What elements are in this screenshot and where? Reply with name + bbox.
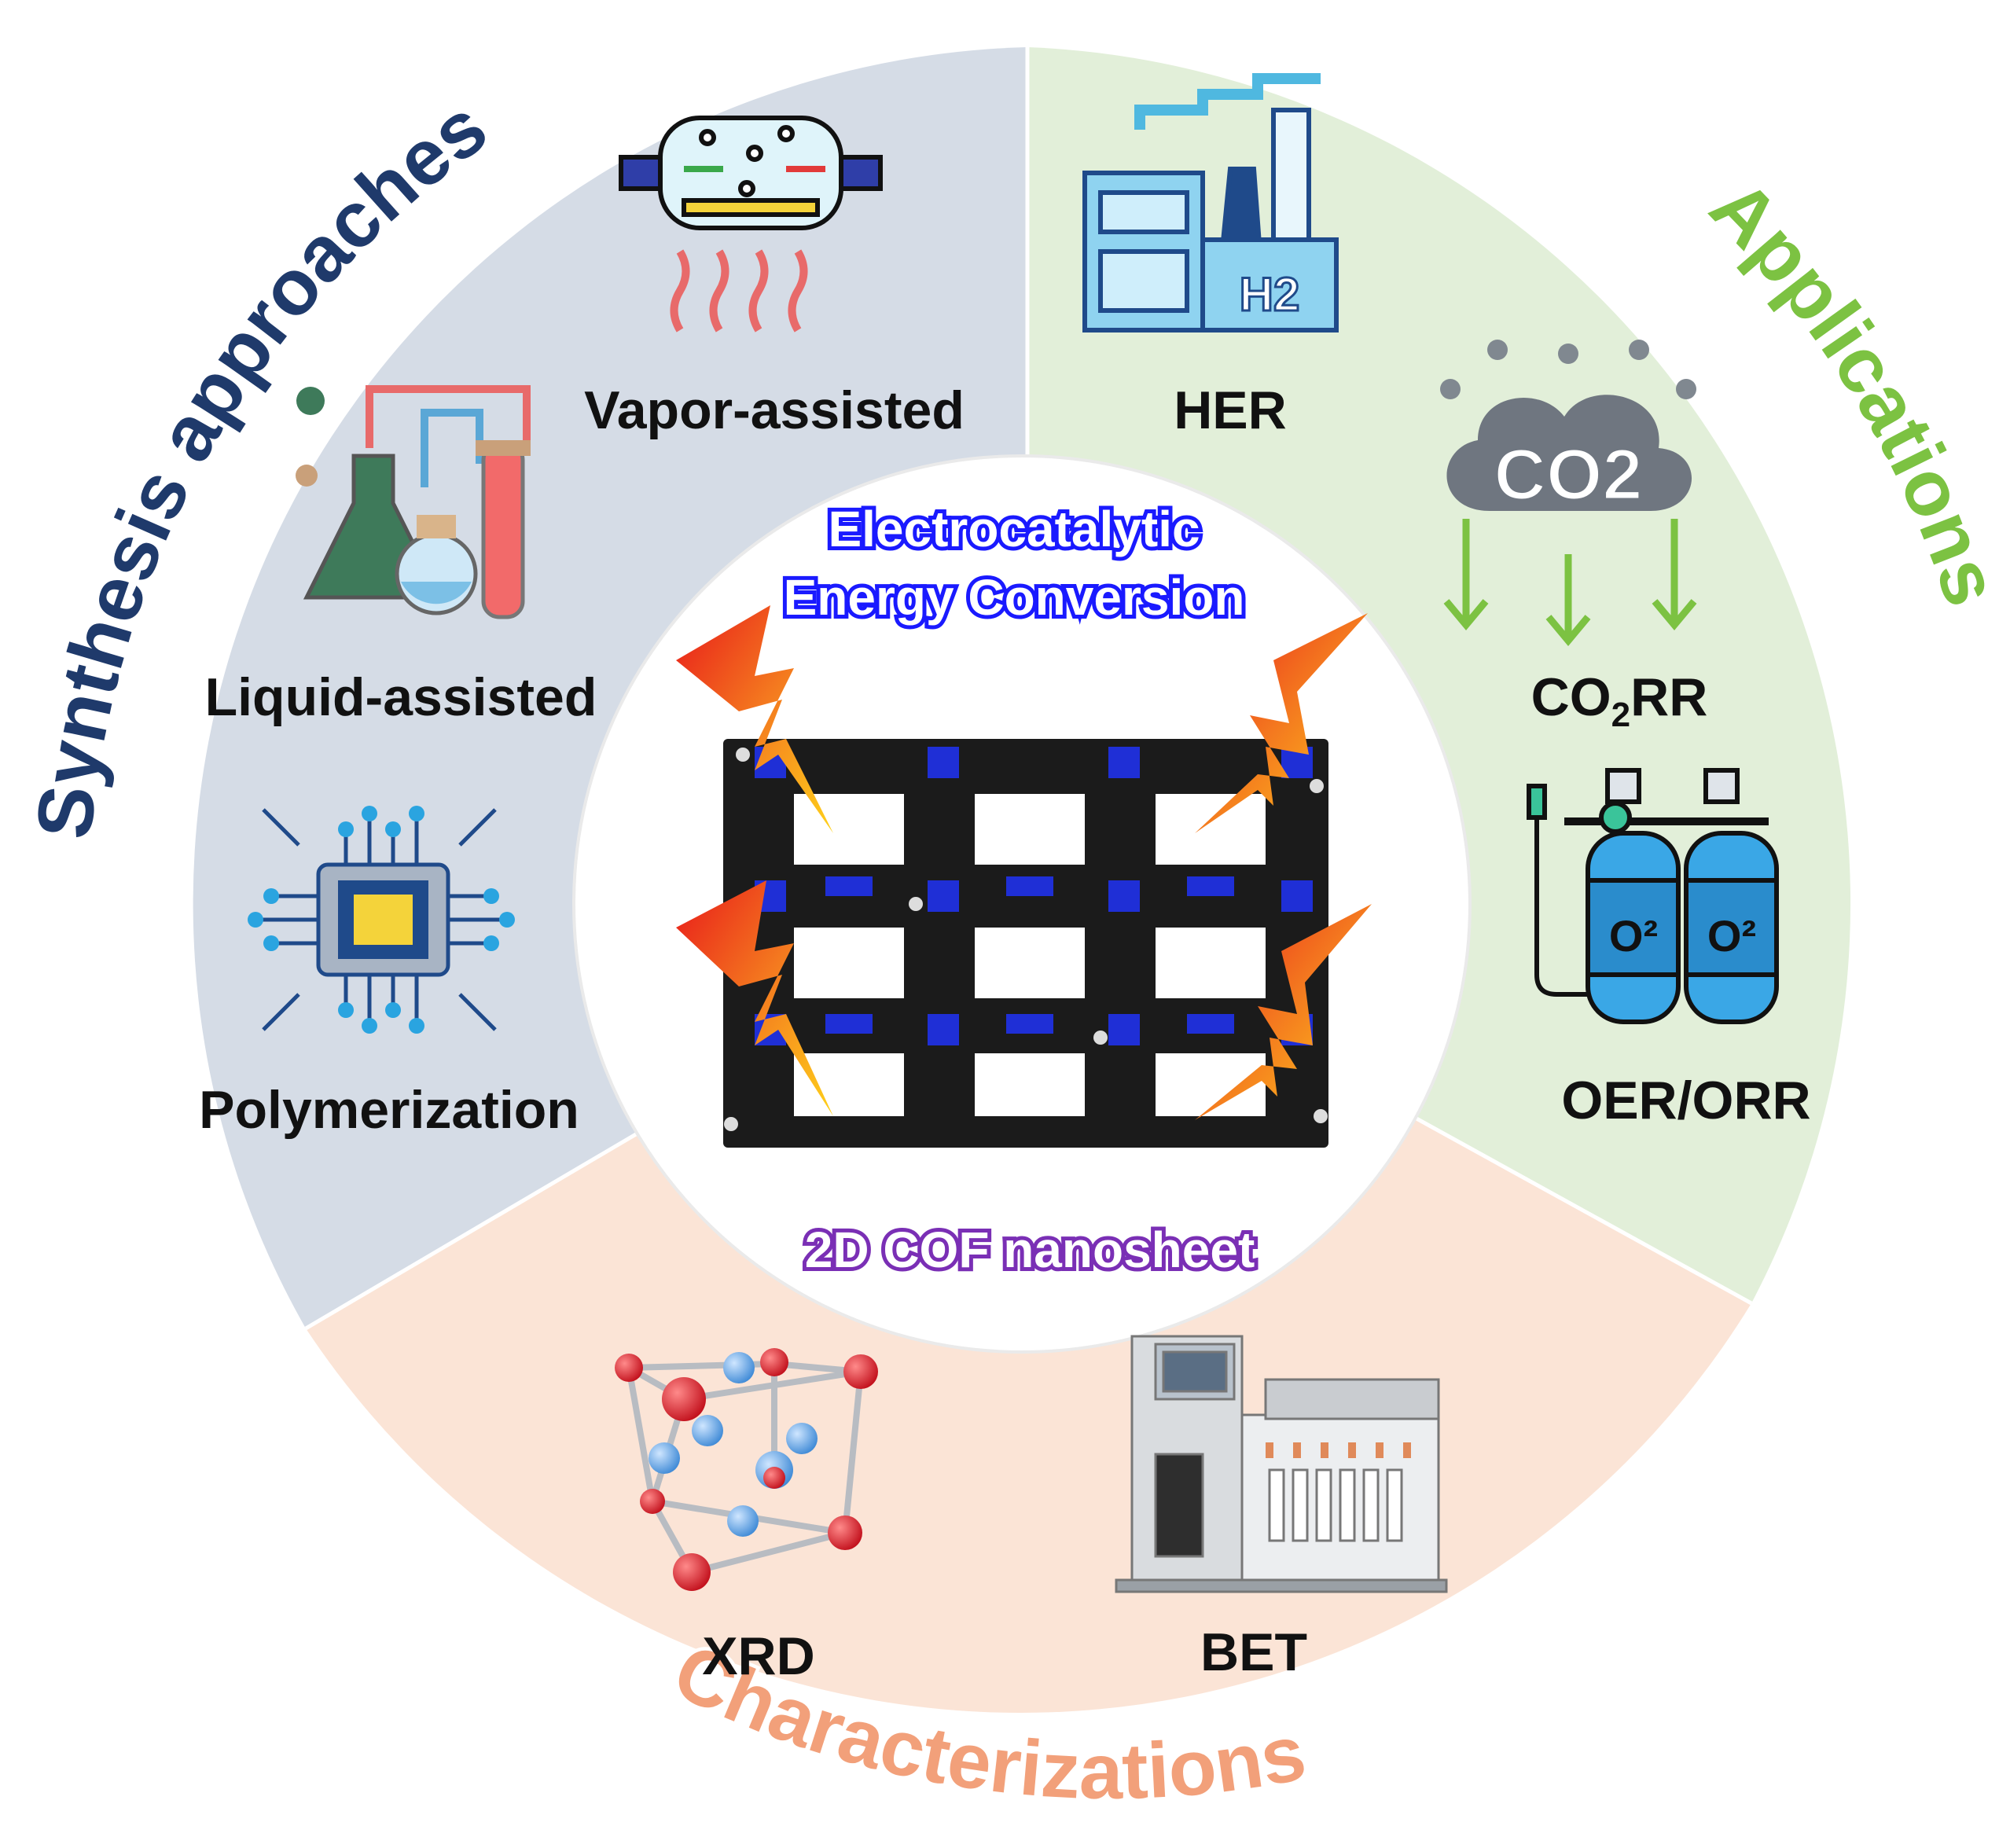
vapor-assisted-label: Vapor-assisted — [584, 380, 965, 440]
cvd-tube-furnace-icon — [619, 116, 883, 332]
co2rr-label-rr: RR — [1630, 667, 1707, 727]
xrd-label: XRD — [702, 1626, 815, 1686]
cof-framework-icon — [723, 739, 1328, 1148]
lightning-bolt-icon — [676, 605, 1372, 1120]
o2-right-text: O² — [1707, 911, 1756, 961]
o2-left-text: O² — [1609, 911, 1658, 961]
center-title-line2: Energy Conversion — [784, 569, 1245, 626]
co2-cloud-icon: CO2 — [1440, 340, 1697, 647]
co2rr-label-subscript: 2 — [1611, 696, 1630, 734]
flasks-icon — [296, 385, 531, 619]
co2-icon-text: CO2 — [1494, 435, 1642, 515]
crystal-lattice-icon — [615, 1348, 878, 1591]
oer-orr-label: OER/ORR — [1561, 1071, 1810, 1130]
factory-h2-icon: H2 — [1082, 73, 1339, 332]
center-title-line1: Electrocatalytic — [828, 501, 1200, 557]
h2-icon-text: H2 — [1240, 268, 1300, 321]
bet-analyzer-icon — [1115, 1335, 1448, 1593]
microchip-icon — [248, 806, 515, 1034]
liquid-assisted-label: Liquid-assisted — [205, 667, 597, 727]
center-subtitle: 2D COF nanosheet — [805, 1222, 1255, 1278]
co2rr-label-co: CO — [1531, 667, 1611, 727]
polymerization-label: Polymerization — [199, 1080, 579, 1140]
bet-label: BET — [1200, 1622, 1307, 1682]
oxygen-tanks-icon: O² O² — [1527, 768, 1779, 1024]
co2rr-label: CO2RR — [1531, 667, 1708, 734]
her-label: HER — [1174, 380, 1287, 440]
